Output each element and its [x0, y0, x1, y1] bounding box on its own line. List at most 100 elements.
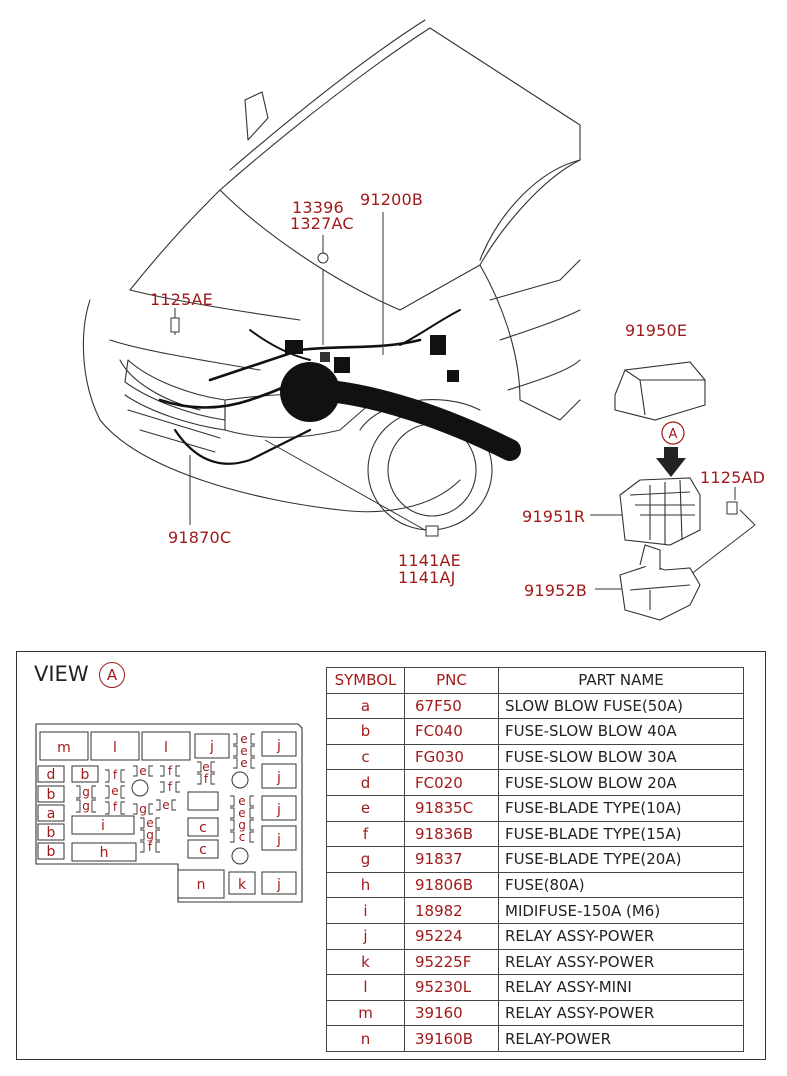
slot-f-6: f	[204, 772, 209, 786]
slot-c-4: c	[239, 830, 246, 844]
cell-part-name: FUSE-BLADE TYPE(20A)	[498, 846, 744, 873]
cell-part-name: RELAY-POWER	[498, 1025, 744, 1052]
cell-symbol: d	[326, 769, 405, 796]
cell-symbol: g	[326, 846, 405, 873]
slot-f-1: f	[113, 768, 118, 782]
cell-symbol: n	[326, 1025, 405, 1052]
callout-1141aj: 1141AJ	[398, 568, 456, 587]
cell-part-name: SLOW BLOW FUSE(50A)	[498, 692, 744, 720]
slot-g-3: g	[139, 802, 147, 816]
cell-symbol: f	[326, 820, 405, 848]
cell-part-name: FUSE-SLOW BLOW 30A	[498, 743, 744, 771]
callout-1327ac: 1327AC	[290, 214, 354, 233]
cell-pnc: 91837	[404, 846, 499, 873]
slot-g-4: g	[146, 828, 154, 842]
callout-91870c: 91870C	[168, 528, 232, 547]
view-a-marker	[661, 421, 685, 445]
slot-k: k	[238, 877, 247, 893]
slot-g-2: g	[82, 799, 90, 813]
cell-pnc: 18982	[404, 897, 499, 924]
cell-pnc: 91836B	[404, 820, 499, 848]
cell-pnc: 39160B	[404, 1025, 499, 1052]
header-part-name: PART NAME	[498, 667, 744, 694]
callout-91200b: 91200B	[360, 190, 424, 209]
cell-symbol: i	[326, 897, 405, 924]
cell-part-name: MIDIFUSE-150A (M6)	[498, 897, 744, 924]
cell-symbol: k	[326, 948, 405, 976]
slot-n: n	[197, 877, 206, 893]
slot-l-2: l	[164, 740, 168, 756]
fuse-box-cover	[614, 361, 706, 421]
slot-f-4: f	[168, 780, 173, 794]
slot-d: d	[47, 767, 56, 783]
slot-e-4: e	[146, 816, 153, 830]
cell-pnc: 39160	[404, 999, 499, 1027]
cell-pnc: 95225F	[404, 948, 499, 976]
slot-l-1: l	[113, 740, 117, 756]
cell-symbol: l	[326, 974, 405, 1001]
cell-part-name: FUSE-SLOW BLOW 40A	[498, 718, 744, 745]
cell-part-name: FUSE(80A)	[498, 871, 744, 899]
cell-symbol: b	[326, 718, 405, 745]
slot-j-6: j	[276, 877, 281, 893]
slot-b-1: b	[47, 787, 56, 803]
cell-part-name: RELAY ASSY-POWER	[498, 948, 744, 976]
windshield-outline	[219, 27, 581, 261]
view-ref-circle: A	[99, 662, 125, 688]
slot-e-10: e	[238, 806, 245, 820]
slot-j-1: j	[209, 739, 214, 755]
slot-b-3: b	[47, 844, 56, 860]
insert-arrow	[656, 447, 686, 477]
slot-e-2: e	[139, 764, 146, 778]
slot-c-2: c	[199, 820, 207, 836]
callout-13396: 13396	[292, 198, 344, 217]
callout-1125ae: 1125AE	[150, 290, 213, 309]
hood-outline	[129, 189, 221, 291]
cell-pnc: 67F50	[404, 692, 499, 720]
cell-symbol: m	[326, 999, 405, 1027]
slot-j-4: j	[276, 802, 281, 818]
callout-91950e: 91950E	[625, 321, 688, 340]
view-title: VIEW	[34, 662, 89, 686]
slot-e-9: e	[238, 794, 245, 808]
slot-e-7: e	[240, 744, 247, 758]
cell-symbol: c	[326, 743, 405, 771]
slot-e-5: e	[202, 760, 209, 774]
header-pnc: PNC	[404, 667, 499, 694]
slot-e-3: e	[162, 798, 169, 812]
slot-e-6: e	[240, 732, 247, 746]
slot-e-8: e	[240, 756, 247, 770]
slot-b-4: b	[81, 767, 90, 783]
cell-pnc: 91806B	[404, 871, 499, 899]
slot-f-2: f	[113, 800, 118, 814]
cell-part-name: RELAY ASSY-POWER	[498, 922, 744, 950]
cell-pnc: 95224	[404, 922, 499, 950]
slot-f-5: f	[148, 840, 153, 854]
cell-part-name: FUSE-BLADE TYPE(10A)	[498, 794, 744, 822]
callout-91952b: 91952B	[524, 581, 588, 600]
view-a-marker-label: A	[669, 427, 678, 442]
slot-b-2: b	[47, 825, 56, 841]
slot-f-3: f	[168, 764, 173, 778]
cell-pnc: 91835C	[404, 794, 499, 822]
cell-part-name: RELAY ASSY-MINI	[498, 974, 744, 1001]
cell-pnc: FG030	[404, 743, 499, 771]
parts-table-header: SYMBOL PNC PART NAME	[326, 667, 744, 694]
cell-pnc: FC040	[404, 718, 499, 745]
callout-1125ad: 1125AD	[700, 468, 766, 487]
slot-m: m	[57, 740, 71, 756]
header-symbol: SYMBOL	[326, 667, 405, 694]
